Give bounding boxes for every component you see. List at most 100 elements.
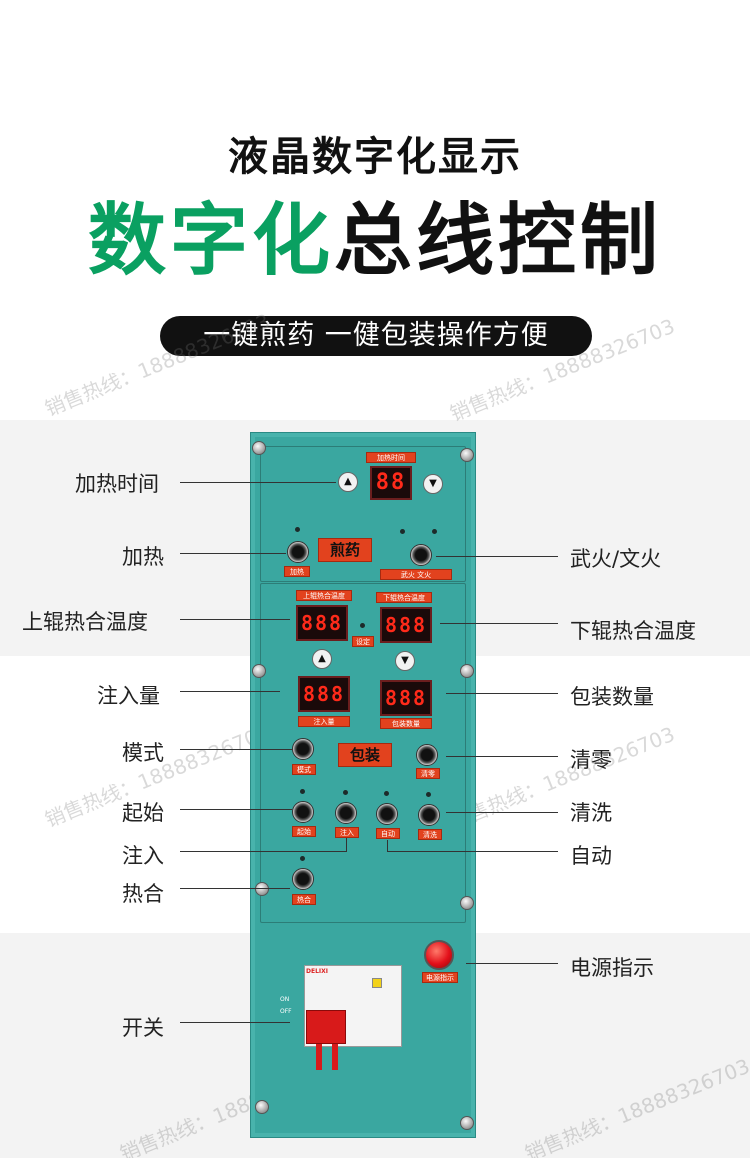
seal-button[interactable]: [292, 868, 314, 890]
screw-icon: [460, 896, 474, 910]
clear-button-tag: 清零: [416, 768, 440, 779]
callout-line: [180, 888, 290, 889]
heat-button[interactable]: [287, 541, 309, 563]
breaker-off-label: OFF: [280, 1008, 292, 1015]
callout-start: 起始: [122, 801, 164, 825]
callout-line: [387, 851, 558, 852]
screw-icon: [252, 441, 266, 455]
clear-button[interactable]: [416, 744, 438, 766]
callout-upper-temp: 上辊热合温度: [22, 610, 148, 634]
callout-power: 电源指示: [570, 956, 654, 980]
arrow-up-button[interactable]: ▲: [338, 472, 358, 492]
heat-time-display: 88: [370, 466, 412, 500]
mode-button-tag: 模式: [292, 764, 316, 775]
callout-line: [446, 756, 558, 757]
mode-button[interactable]: [292, 738, 314, 760]
callout-line: [436, 556, 558, 557]
auto-button[interactable]: [376, 803, 398, 825]
panel-frame-middle: [260, 583, 466, 923]
callout-line: [446, 693, 558, 694]
inject-amount-tag: 注入量: [298, 716, 350, 727]
fire-mode-button[interactable]: [410, 544, 432, 566]
callout-auto: 自动: [570, 844, 612, 868]
lower-temp-display: 888: [380, 607, 432, 643]
main-title: 数字化总线控制: [0, 196, 750, 286]
seal-button-tag: 热合: [292, 894, 316, 905]
panel-frame-top: [260, 446, 466, 582]
callout-clear: 清零: [570, 748, 612, 772]
led-indicator: [400, 529, 405, 534]
pack-count-display: 888: [380, 680, 432, 716]
breaker-switch-toggle[interactable]: [306, 1010, 346, 1044]
callout-line: [387, 840, 388, 852]
arrow-down-button[interactable]: ▼: [395, 651, 415, 671]
start-button-tag: 起始: [292, 826, 316, 837]
watermark: 销售热线：18888326703: [446, 721, 678, 834]
screw-icon: [460, 1116, 474, 1130]
subtitle: 液晶数字化显示: [228, 134, 522, 180]
callout-seal: 热合: [122, 882, 164, 906]
main-title-black: 总线控制: [334, 196, 663, 286]
wash-button[interactable]: [418, 804, 440, 826]
callout-line: [440, 623, 558, 624]
inject-button[interactable]: [335, 802, 357, 824]
led-indicator: [384, 791, 389, 796]
breaker-on-label: ON: [280, 996, 290, 1003]
callout-line: [346, 838, 347, 852]
callout-line: [180, 851, 346, 852]
breaker-brand: DELIXI: [306, 968, 328, 975]
wash-button-tag: 清洗: [418, 829, 442, 840]
callout-fire: 武火/文火: [570, 547, 662, 571]
callout-inject: 注入: [122, 844, 164, 868]
heat-button-tag: 加热: [284, 566, 310, 577]
callout-wash: 清洗: [570, 801, 612, 825]
pack-count-tag: 包装数量: [380, 718, 432, 729]
main-title-green: 数字化: [87, 196, 334, 286]
callout-pack-count: 包装数量: [570, 685, 654, 709]
power-indicator-lamp: [424, 940, 454, 970]
callout-heat: 加热: [122, 545, 164, 569]
breaker-handle: [332, 1044, 338, 1070]
upper-temp-tag: 上辊热合温度: [296, 590, 352, 601]
pack-tag: 包装: [338, 743, 392, 767]
arrow-down-button[interactable]: ▼: [423, 474, 443, 494]
lower-temp-tag: 下辊热合温度: [376, 592, 432, 603]
led-indicator: [300, 789, 305, 794]
screw-icon: [460, 664, 474, 678]
callout-line: [180, 619, 290, 620]
callout-line: [180, 1022, 290, 1023]
arrow-up-button[interactable]: ▲: [312, 649, 332, 669]
callout-line: [466, 963, 558, 964]
heat-time-tag: 加热时间: [366, 452, 416, 463]
watermark: 销售热线：18888326703: [41, 308, 273, 421]
breaker-handle: [316, 1044, 322, 1070]
inject-amount-display: 888: [298, 676, 350, 712]
inject-button-tag: 注入: [335, 827, 359, 838]
callout-line: [180, 482, 336, 483]
callout-lower-temp: 下辊热合温度: [570, 619, 696, 643]
screw-icon: [460, 448, 474, 462]
led-indicator: [295, 527, 300, 532]
screw-icon: [255, 882, 269, 896]
led-indicator: [300, 856, 305, 861]
auto-button-tag: 自动: [376, 828, 400, 839]
led-indicator: [426, 792, 431, 797]
callout-line: [180, 691, 280, 692]
power-indicator-tag: 电源指示: [422, 972, 458, 983]
screw-icon: [255, 1100, 269, 1114]
callout-heat-time: 加热时间: [75, 472, 159, 496]
start-button[interactable]: [292, 801, 314, 823]
callout-switch: 开关: [122, 1016, 164, 1040]
breaker-test-indicator: [372, 978, 382, 988]
led-indicator: [432, 529, 437, 534]
callout-line: [180, 809, 292, 810]
fire-button-tag: 武火 文火: [380, 569, 452, 580]
callout-mode: 模式: [122, 741, 164, 765]
screw-icon: [252, 664, 266, 678]
callout-line: [446, 812, 558, 813]
callout-line: [180, 749, 292, 750]
decoct-tag: 煎药: [318, 538, 372, 562]
tagline-pill: 一键煎药 一健包装操作方便: [160, 316, 592, 356]
led-indicator: [343, 790, 348, 795]
set-tag: 设定: [352, 636, 374, 647]
